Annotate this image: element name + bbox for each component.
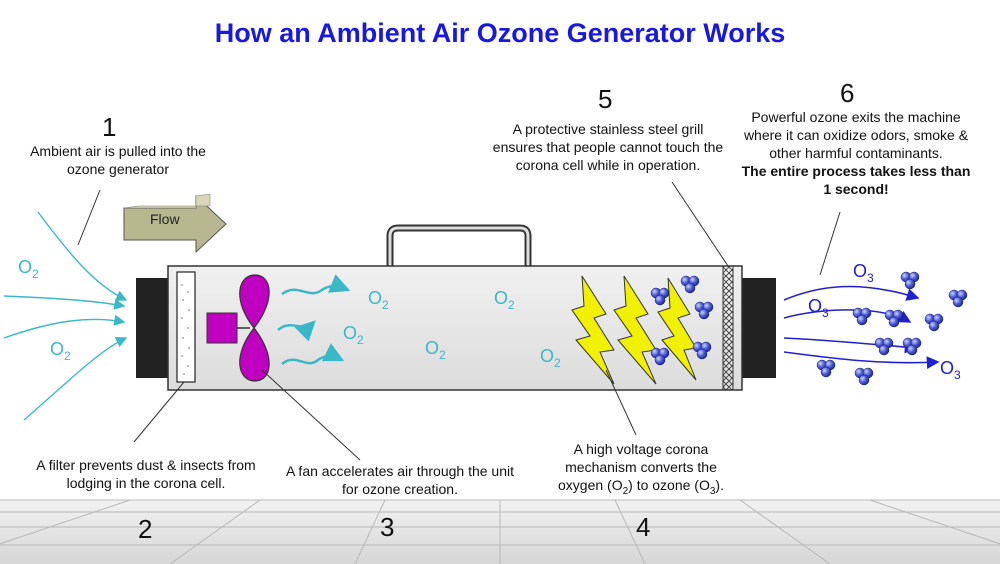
step-1-caption: Ambient air is pulled into the ozone gen… [30, 143, 206, 177]
ozone-molecule [924, 313, 944, 332]
step-number-4: 4 [636, 512, 651, 542]
o3-label: O3 [853, 261, 874, 285]
o2-label: O2 [540, 346, 561, 370]
flow-arrow [123, 193, 227, 254]
step-number-1: 1 [102, 112, 117, 142]
ozone-molecule [902, 337, 922, 356]
leader-line-6 [819, 211, 841, 276]
ozone-molecule [692, 341, 712, 360]
ozone-molecule [852, 307, 872, 326]
intake-cap [136, 278, 170, 378]
o2-label: O2 [18, 257, 39, 281]
leader-line-5 [671, 181, 729, 267]
leader-line-4 [605, 369, 637, 436]
step-6-caption: Powerful ozone exits the machine where i… [738, 108, 974, 198]
page-title: How an Ambient Air Ozone Generator Works [214, 18, 786, 48]
step-number-5: 5 [598, 84, 613, 114]
ozone-molecule [948, 289, 968, 308]
ozone-molecule [650, 347, 670, 366]
o3-labels: O3 O3 O3 [808, 261, 961, 382]
ozone-molecule [694, 301, 714, 320]
step-5-caption: A protective stainless steel grill ensur… [492, 121, 724, 173]
flow-label: Flow [150, 211, 180, 227]
ozone-molecules [650, 271, 968, 386]
step-number-3: 3 [380, 512, 395, 542]
corona-bolt-2 [613, 275, 657, 385]
handle [386, 224, 532, 268]
corona-bolt-1 [571, 275, 615, 385]
leader-line-2 [133, 381, 185, 443]
o2-labels: O2 O2 O2 O2 O2 O2 O2 [18, 257, 561, 370]
corona-bolt-3 [657, 277, 697, 381]
filter [176, 271, 196, 383]
fan-blade-top [239, 274, 270, 329]
o3-label: O3 [808, 296, 829, 320]
fan-blade-bottom [239, 327, 270, 382]
step-number-6: 6 [840, 78, 855, 108]
step-6-emphasis: The entire process takes less than 1 sec… [741, 163, 971, 197]
ozone-molecule [900, 271, 920, 290]
steel-grill [722, 265, 734, 391]
leader-line-1 [77, 189, 101, 246]
step-number-2: 2 [138, 514, 153, 544]
step-3-caption: A fan accelerates air through the unit f… [285, 463, 515, 497]
step-2-caption: A filter prevents dust & insects from lo… [36, 457, 256, 491]
ozone-molecule [884, 309, 904, 328]
exhaust-cap [742, 278, 776, 378]
o2-label: O2 [368, 288, 389, 312]
o2-label: O2 [425, 338, 446, 362]
ozone-molecule [874, 337, 894, 356]
o2-label: O2 [343, 323, 364, 347]
leader-line-3 [261, 369, 361, 461]
ozone-molecule [816, 359, 836, 378]
step-4-caption: A high voltage corona mechanism converts… [558, 441, 724, 497]
o2-label: O2 [494, 288, 515, 312]
o2-label: O2 [50, 339, 71, 363]
ozone-molecule [854, 367, 874, 386]
ozone-molecule [650, 287, 670, 306]
fan-motor [206, 312, 238, 344]
ozone-molecule [680, 275, 700, 294]
o3-label: O3 [940, 358, 961, 382]
